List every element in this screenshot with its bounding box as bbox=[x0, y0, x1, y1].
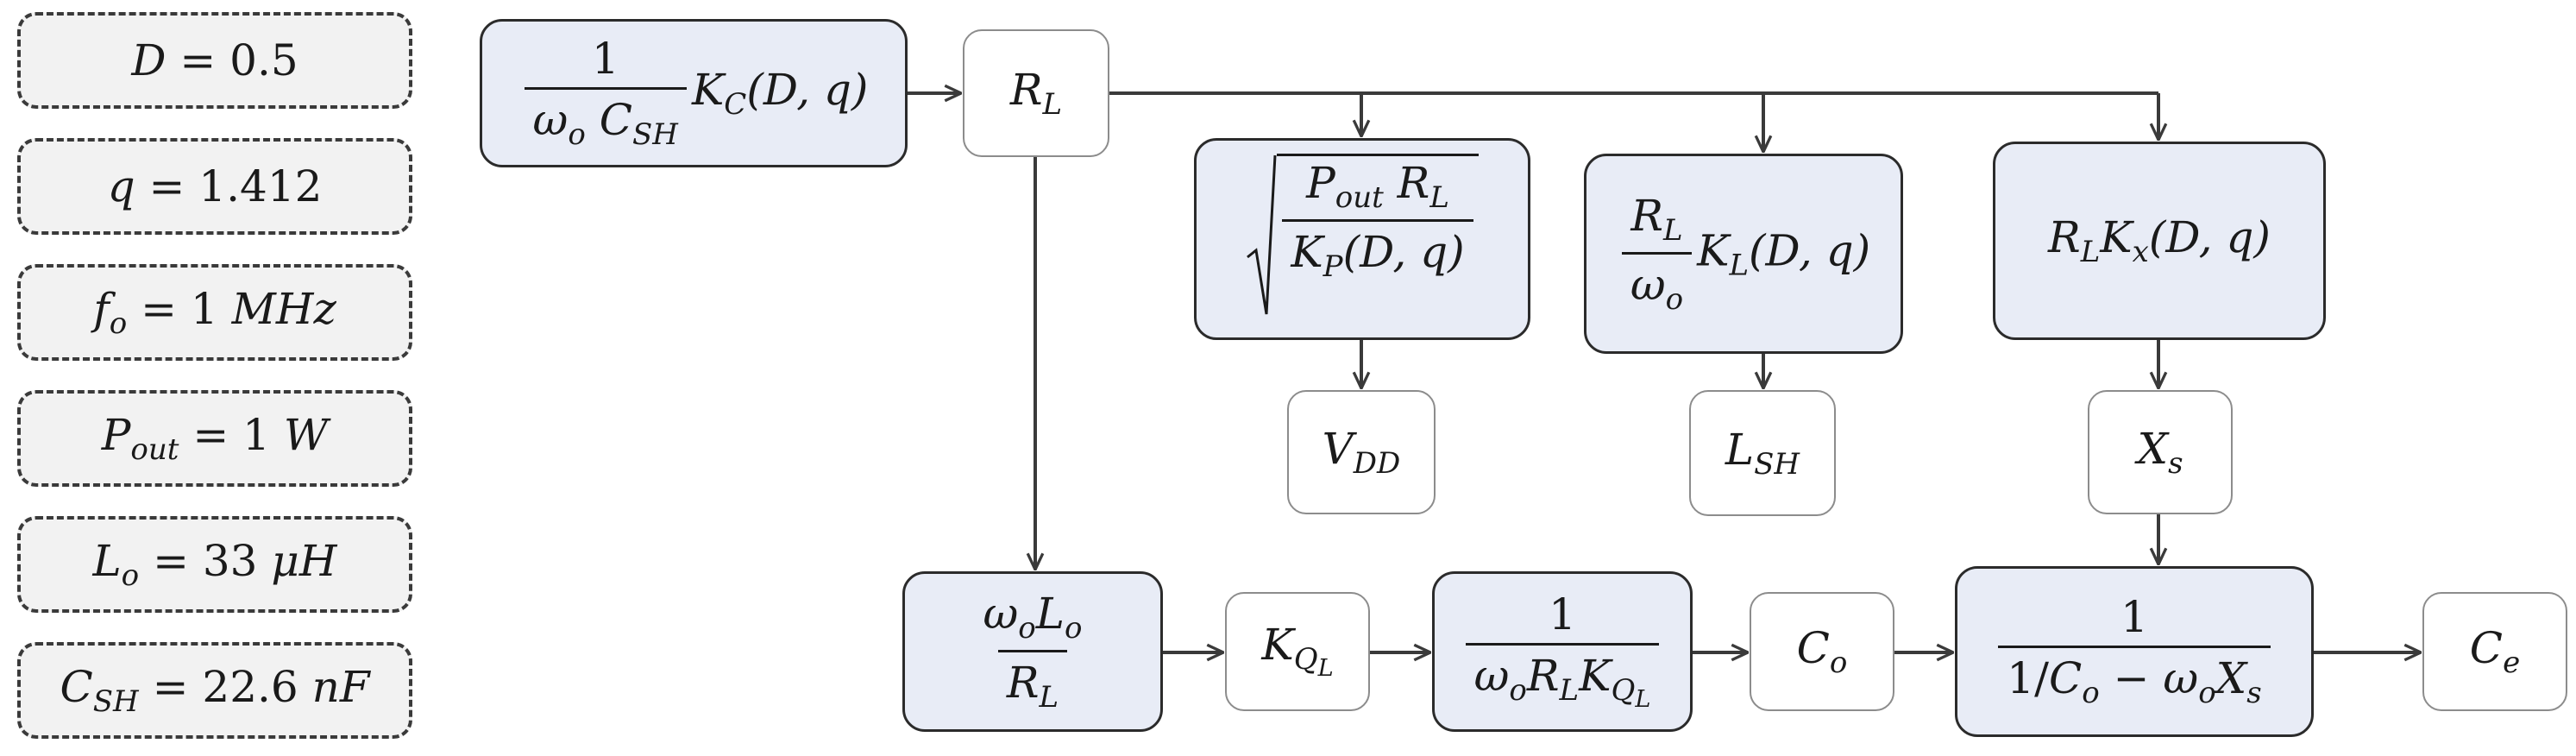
param-shunt-capacitance: CSH = 22.6 nF bbox=[17, 642, 412, 739]
result-shunt-inductance: LSH bbox=[1689, 390, 1836, 516]
sqrt-sign bbox=[1247, 154, 1277, 315]
result-load-resistance: RL bbox=[963, 29, 1109, 157]
param-q: q = 1.412 bbox=[17, 138, 412, 235]
param-duty-cycle: D = 0.5 bbox=[17, 12, 412, 109]
result-quality-factor: KQL bbox=[1225, 592, 1370, 711]
param-output-inductance: Lo = 33 μH bbox=[17, 516, 412, 613]
result-output-capacitance: Co bbox=[1750, 592, 1894, 711]
param-frequency: fo = 1 MHz bbox=[17, 264, 412, 361]
result-external-capacitance: Ce bbox=[2422, 592, 2567, 711]
result-series-reactance: Xs bbox=[2088, 390, 2233, 514]
formula-series-reactance: RLKx(D, q) bbox=[1993, 142, 2326, 340]
param-output-power: Pout = 1 W bbox=[17, 390, 412, 487]
result-supply-voltage: VDD bbox=[1287, 390, 1436, 514]
